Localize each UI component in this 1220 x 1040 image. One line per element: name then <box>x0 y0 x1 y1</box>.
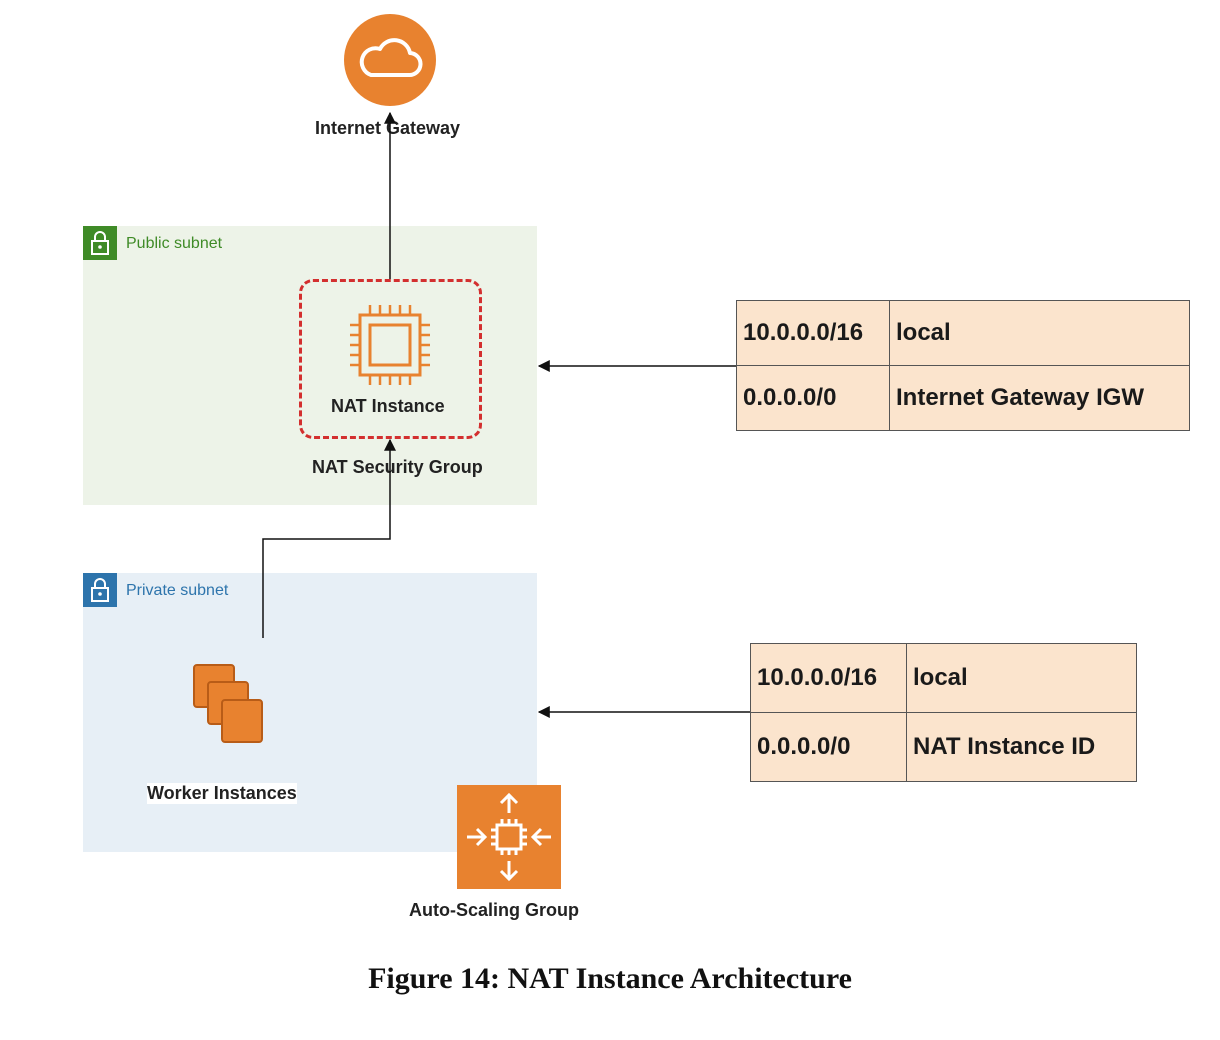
route-target: local <box>889 300 1190 366</box>
internet-gateway-label: Internet Gateway <box>315 118 461 138</box>
nat-security-group-label: NAT Security Group <box>312 457 483 477</box>
table-row: 0.0.0.0/0 NAT Instance ID <box>750 712 1137 782</box>
nat-instance-label: NAT Instance <box>331 396 445 416</box>
route-destination: 0.0.0.0/0 <box>750 712 907 782</box>
lock-icon <box>83 226 117 260</box>
route-destination: 10.0.0.0/16 <box>750 643 907 713</box>
chip-icon <box>350 305 430 385</box>
table-row: 10.0.0.0/16 local <box>750 643 1137 713</box>
route-destination: 10.0.0.0/16 <box>736 300 890 366</box>
private-route-table: 10.0.0.0/16 local 0.0.0.0/0 NAT Instance… <box>750 643 1137 782</box>
stacked-instances-icon <box>193 664 263 743</box>
figure-caption: Figure 14: NAT Instance Architecture <box>368 962 852 995</box>
auto-scaling-group-label: Auto-Scaling Group <box>409 900 579 920</box>
nat-security-group <box>299 279 482 439</box>
lock-icon <box>83 573 117 607</box>
table-row: 0.0.0.0/0 Internet Gateway IGW <box>736 365 1190 431</box>
worker-instances-label: Worker Instances <box>147 783 297 804</box>
public-route-table: 10.0.0.0/16 local 0.0.0.0/0 Internet Gat… <box>736 300 1190 431</box>
route-target: local <box>906 643 1137 713</box>
route-target: Internet Gateway IGW <box>889 365 1190 431</box>
cloud-icon <box>344 14 436 106</box>
public-subnet-label: Public subnet <box>126 235 223 252</box>
route-target: NAT Instance ID <box>906 712 1137 782</box>
auto-scaling-icon <box>457 785 561 889</box>
route-destination: 0.0.0.0/0 <box>736 365 890 431</box>
table-row: 10.0.0.0/16 local <box>736 300 1190 366</box>
private-subnet-label: Private subnet <box>126 582 229 599</box>
